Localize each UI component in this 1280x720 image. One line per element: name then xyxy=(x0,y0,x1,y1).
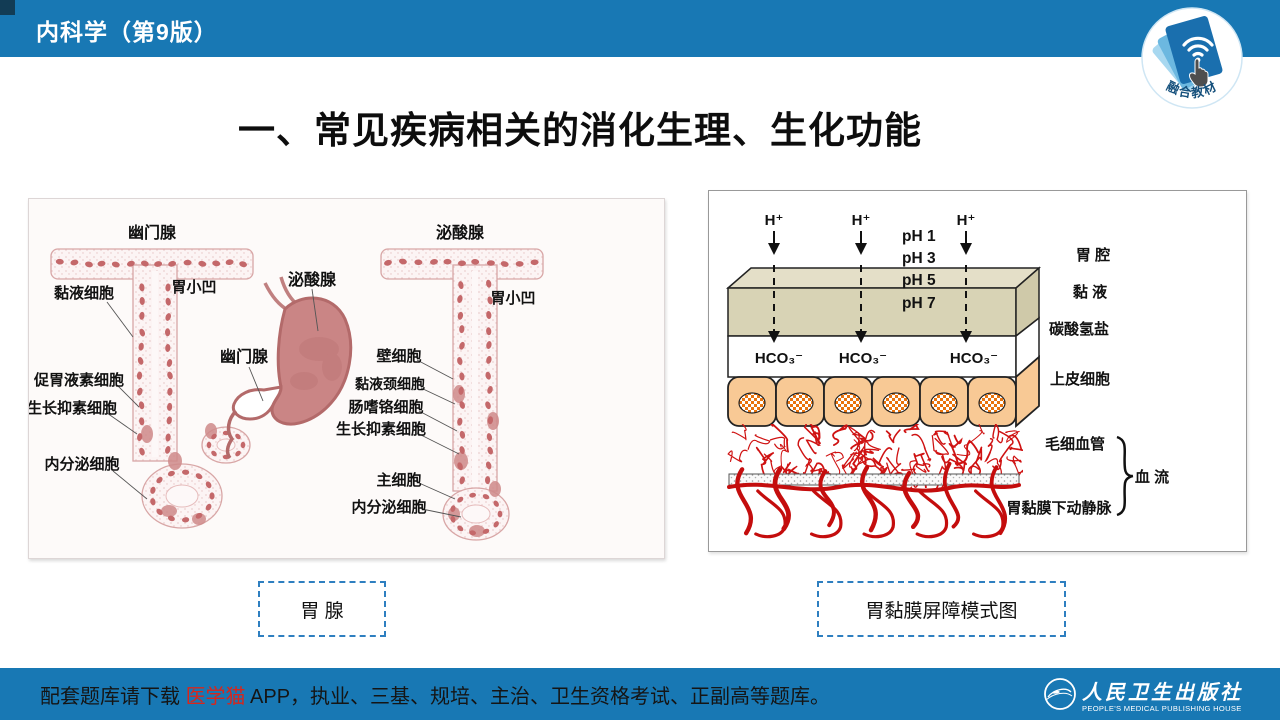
footer-bar: 配套题库请下载 医学猫 APP，执业、三基、规培、主治、卫生资格考试、正副高等题… xyxy=(0,668,1280,720)
ph-label-4: pH 7 xyxy=(902,295,936,312)
pyloric-gland-illustration xyxy=(50,248,254,529)
oxyntic-gland-illustration xyxy=(380,248,544,541)
mucus-label: 黏 液 xyxy=(1073,283,1108,301)
mucous-cell-label: 黏液细胞 xyxy=(54,284,114,302)
bicarbonate-label-2: HCO₃⁻ xyxy=(839,350,887,367)
fusion-textbook-badge: 融合教材 xyxy=(1141,7,1243,109)
touch-hand-icon xyxy=(1188,58,1209,88)
page-title: 一、常见疾病相关的消化生理、生化功能 xyxy=(238,110,922,151)
stomach-oxyntic-label: 泌酸腺 xyxy=(288,270,337,289)
submucosal-vessels-drawing xyxy=(727,461,1021,539)
publisher-logo: 人民卫生出版社 PEOPLE'S MEDICAL PUBLISHING HOUS… xyxy=(1044,678,1243,713)
somatostatin-cell-right-label: 生长抑素细胞 xyxy=(336,420,426,438)
gastric-glands-figure: 幽门腺 黏液细胞 胃小凹 促胃液素细胞 生长抑素细胞 内分泌细胞 泌酸腺 幽门腺… xyxy=(28,198,665,559)
blood-flow-brace xyxy=(1116,435,1134,517)
label-leader-lines xyxy=(106,288,462,518)
footer-prefix: 配套题库请下载 xyxy=(40,685,186,708)
publisher-name-en: PEOPLE'S MEDICAL PUBLISHING HOUSE xyxy=(1082,704,1242,713)
endocrine-cell-right-label: 内分泌细胞 xyxy=(351,498,426,516)
mucous-neck-cell-label: 黏液颈细胞 xyxy=(355,376,425,392)
h-ion-label-3: H⁺ xyxy=(957,212,976,229)
caption-mucosal-barrier: 胃黏膜屏障模式图 xyxy=(817,581,1066,637)
submucosa-bar xyxy=(728,473,1020,486)
publisher-logo-mark xyxy=(1052,690,1060,694)
parietal-cell-label: 壁细胞 xyxy=(376,347,421,365)
h-ion-label-1: H⁺ xyxy=(765,212,784,229)
oxyntic-gland-title: 泌酸腺 xyxy=(436,223,485,242)
somatostatin-cell-left-label: 生长抑素细胞 xyxy=(29,399,117,417)
publisher-name-cn: 人民卫生出版社 xyxy=(1082,681,1243,704)
ph-label-3: pH 5 xyxy=(902,272,936,289)
enterochromaffin-cell-label: 肠嗜铬细胞 xyxy=(348,398,423,416)
caption-mucosal-barrier-text: 胃黏膜屏障模式图 xyxy=(865,600,1018,622)
gastric-pit-left-label: 胃小凹 xyxy=(171,279,216,296)
epithelial-cell-row xyxy=(727,376,1017,427)
ph-label-1: pH 1 xyxy=(902,228,936,245)
h-ion-label-2: H⁺ xyxy=(852,212,871,229)
h-ion-arrows xyxy=(768,231,972,343)
bicarbonate-label-1: HCO₃⁻ xyxy=(755,350,803,367)
caption-gastric-glands: 胃 腺 xyxy=(258,581,386,637)
publisher-logo-swoosh xyxy=(1047,688,1072,698)
chief-cell-label: 主细胞 xyxy=(376,471,421,489)
publisher-logo-circle xyxy=(1044,678,1076,710)
stomach-schematic xyxy=(225,276,353,460)
gastric-pit-right-label: 胃小凹 xyxy=(490,290,535,307)
book-title: 内科学（第9版） xyxy=(36,19,218,45)
footer-suffix: APP，执业、三基、规培、主治、卫生资格考试、正副高等题库。 xyxy=(245,685,831,708)
corner-decoration xyxy=(0,0,15,15)
header-bar: 内科学（第9版） xyxy=(0,0,1280,57)
epithelial-cells-label: 上皮细胞 xyxy=(1050,370,1110,388)
stomach-cavity-label: 胃 腔 xyxy=(1076,246,1110,264)
pyloric-gland-title: 幽门腺 xyxy=(128,223,177,242)
stomach-pyloric-label: 幽门腺 xyxy=(220,347,269,366)
bicarbonate-layer-label: 碳酸氢盐 xyxy=(1049,320,1109,338)
footer-app-name: 医学猫 xyxy=(185,685,246,708)
badge-label: 融合教材 xyxy=(1164,78,1220,101)
footer-promo-text: 配套题库请下载 医学猫 APP，执业、三基、规培、主治、卫生资格考试、正副高等题… xyxy=(40,668,830,720)
publisher-logo-swoosh2 xyxy=(1045,692,1073,701)
gastrin-cell-label: 促胃液素细胞 xyxy=(33,371,124,389)
mucosal-barrier-figure: H⁺ H⁺ H⁺ pH 1 pH 3 pH 5 pH 7 HCO₃⁻ HCO₃⁻… xyxy=(708,190,1247,552)
capillary-mesh xyxy=(727,424,1023,488)
ph-label-2: pH 3 xyxy=(902,250,936,267)
caption-gastric-glands-text: 胃 腺 xyxy=(300,600,344,622)
blood-flow-label: 血 流 xyxy=(1135,468,1169,486)
capillaries-label: 毛细血管 xyxy=(1045,435,1105,453)
epithelial-side-face xyxy=(1015,355,1040,428)
bicarbonate-label-3: HCO₃⁻ xyxy=(950,350,998,367)
endocrine-cell-left-label: 内分泌细胞 xyxy=(44,455,119,473)
submucosal-vessels-label: 胃黏膜下动静脉 xyxy=(1006,499,1112,517)
